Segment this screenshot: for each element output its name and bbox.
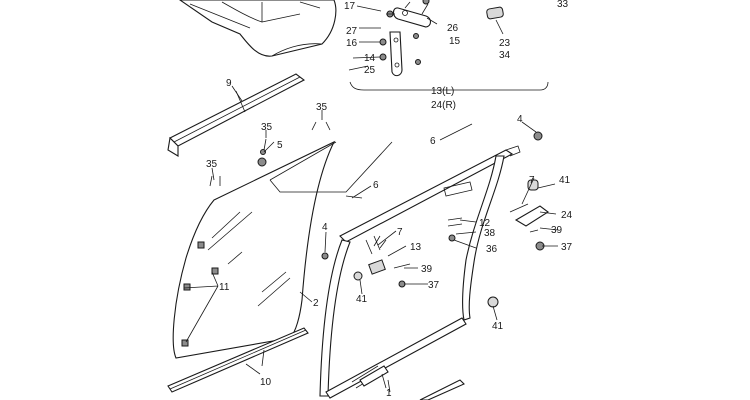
lower-right-strip xyxy=(419,379,465,400)
label-5: 5 xyxy=(277,140,283,151)
latch-group xyxy=(349,0,549,91)
label-37-right: 37 xyxy=(561,242,573,253)
label-39-right: 39 xyxy=(551,225,563,236)
label-1: 1 xyxy=(386,388,392,399)
label-16: 16 xyxy=(346,38,358,49)
glass-panel xyxy=(172,140,336,359)
label-36: 36 xyxy=(486,244,498,255)
label-35-left: 35 xyxy=(206,159,218,170)
label-38: 38 xyxy=(484,228,496,239)
label-2: 2 xyxy=(313,298,319,309)
label-17: 17 xyxy=(344,1,356,12)
label-13-left: 13(L) xyxy=(431,86,454,97)
leader-lines xyxy=(183,5,559,389)
label-25: 25 xyxy=(364,65,376,76)
callout-labels: 17 26 15 27 16 14 25 23 34 33 13(L) 24(R… xyxy=(206,0,573,399)
label-41-right: 41 xyxy=(559,175,571,186)
label-23: 23 xyxy=(499,38,511,49)
label-13: 13 xyxy=(410,242,422,253)
label-15: 15 xyxy=(449,36,461,47)
label-39-mid: 39 xyxy=(421,264,433,275)
label-4-mid: 4 xyxy=(322,222,328,233)
label-24-right: 24(R) xyxy=(431,100,456,111)
label-41-mid: 41 xyxy=(356,294,368,305)
label-9: 9 xyxy=(226,78,232,89)
label-4-top: 4 xyxy=(517,114,523,125)
label-6-top: 6 xyxy=(430,136,436,147)
label-12: 12 xyxy=(479,218,491,229)
upper-housing xyxy=(179,0,337,57)
label-41-bottom: 41 xyxy=(492,321,504,332)
fasteners xyxy=(209,121,549,308)
door-frame xyxy=(319,145,521,399)
label-14: 14 xyxy=(364,53,376,64)
label-37-mid: 37 xyxy=(428,280,440,291)
label-11: 11 xyxy=(219,282,230,293)
part-10-strip xyxy=(167,327,309,393)
label-27: 27 xyxy=(346,26,358,37)
part-9-strip xyxy=(167,73,306,157)
label-33: 33 xyxy=(557,0,569,10)
label-7-right: 7 xyxy=(529,175,535,186)
label-34: 34 xyxy=(499,50,511,61)
label-35-mid: 35 xyxy=(261,122,273,133)
label-6-mid: 6 xyxy=(373,180,379,191)
label-35-top: 35 xyxy=(316,102,328,113)
label-7-mid: 7 xyxy=(397,227,403,238)
label-24: 24 xyxy=(561,210,573,221)
label-10: 10 xyxy=(260,377,272,388)
label-26: 26 xyxy=(447,23,459,34)
